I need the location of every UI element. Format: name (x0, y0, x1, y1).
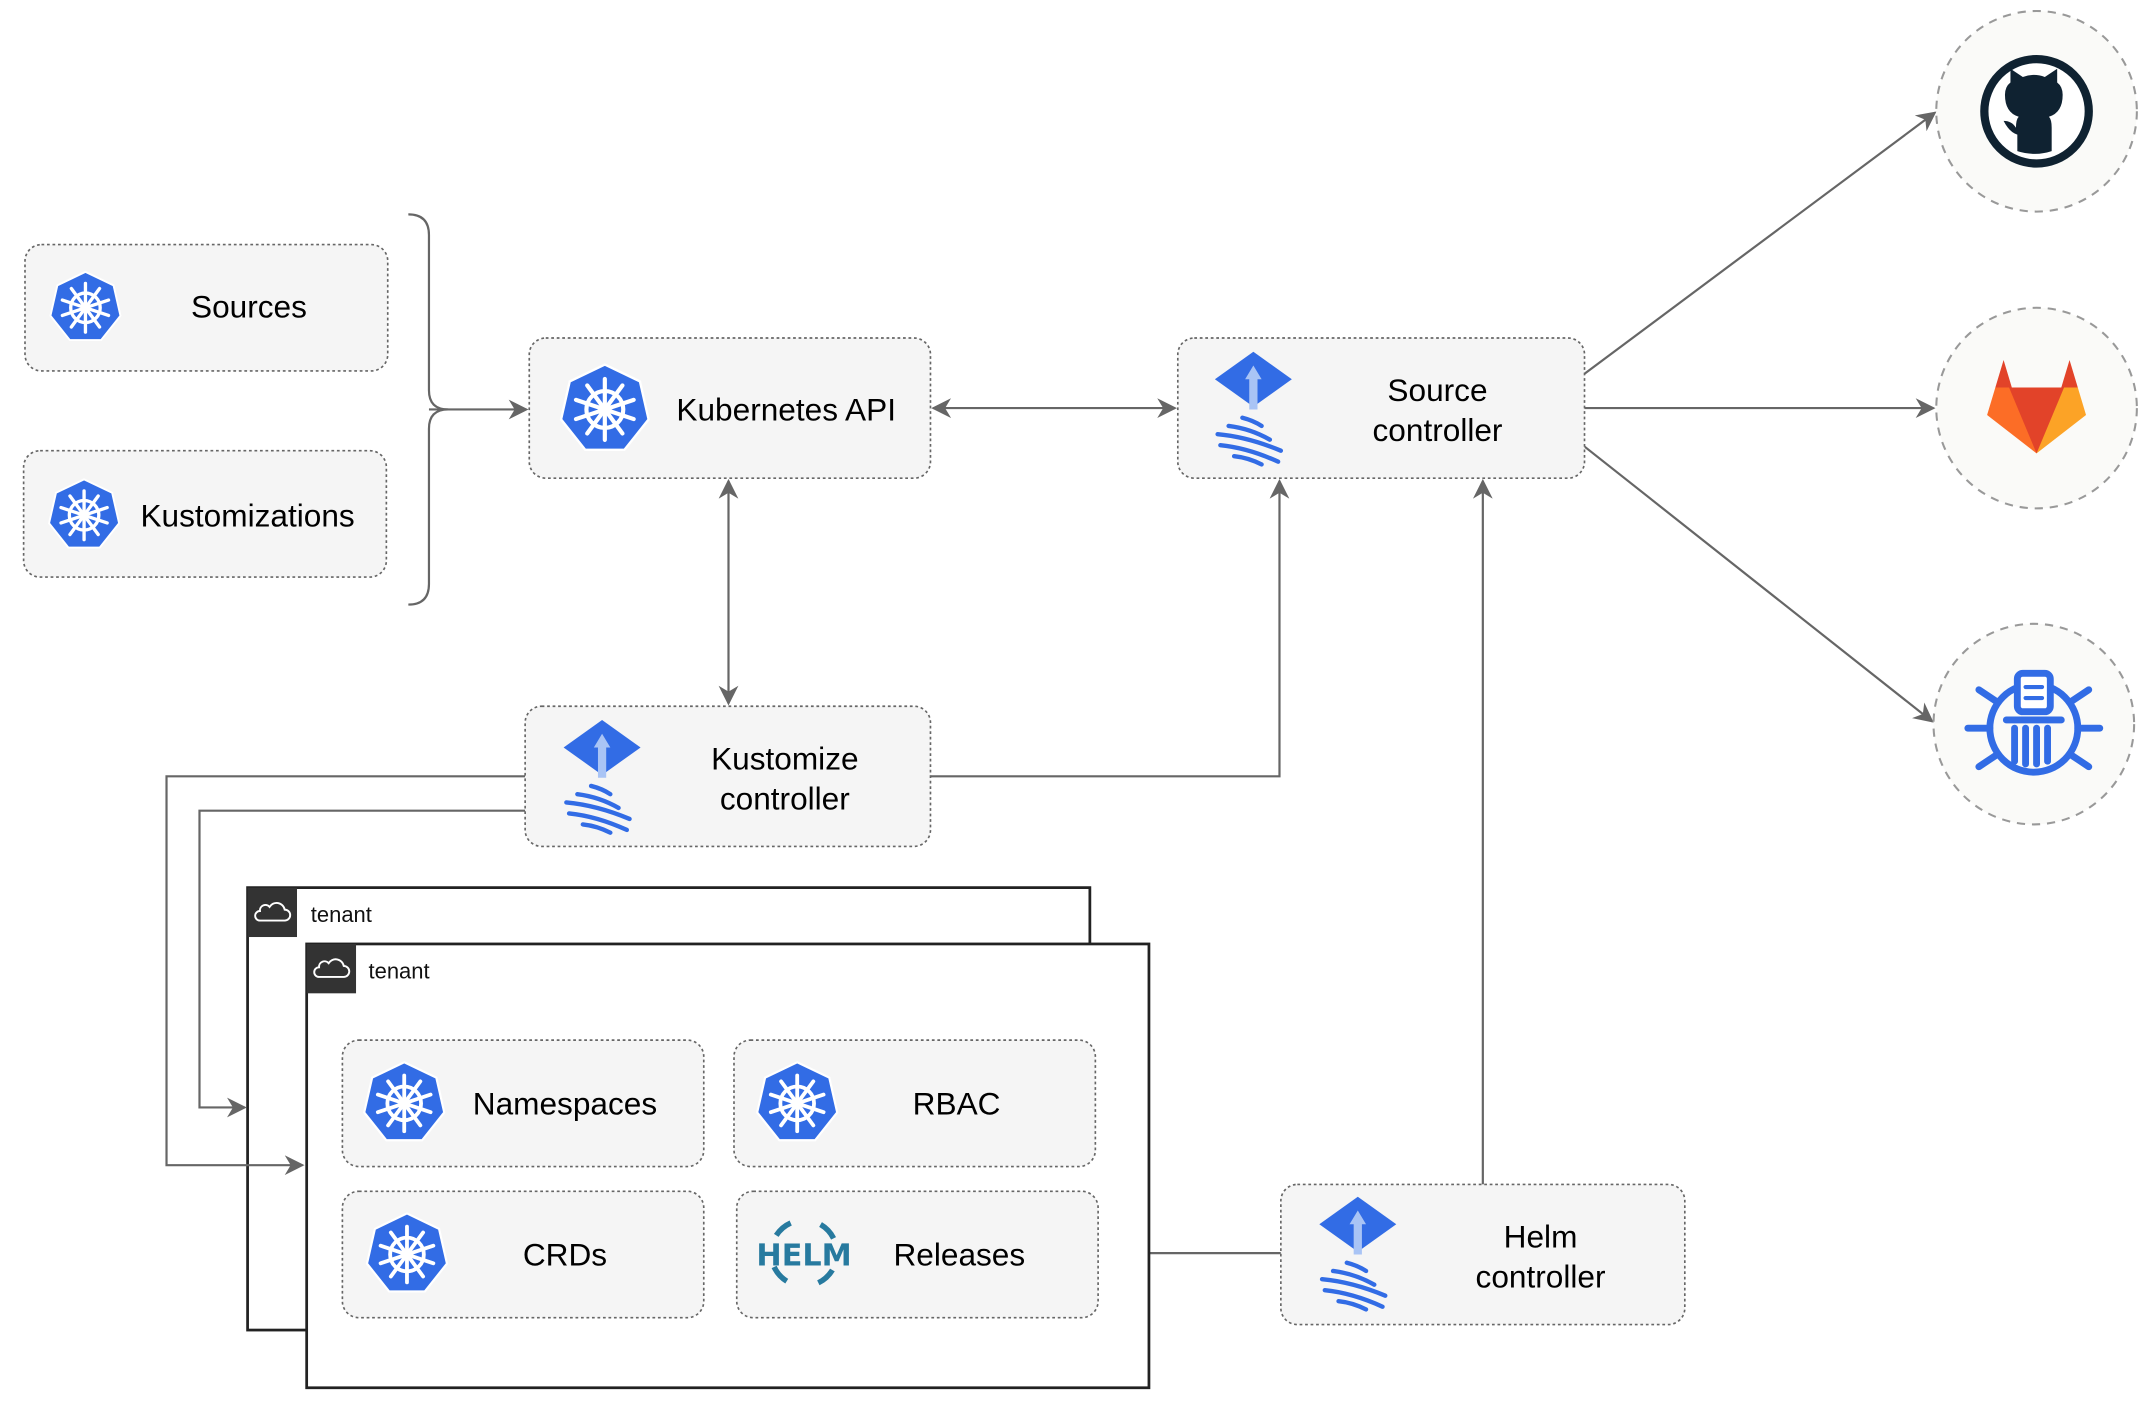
node-label: Sources (191, 288, 307, 324)
external-helm-repository[interactable] (1932, 622, 2136, 826)
node-label: Source (1387, 372, 1487, 408)
cloud-icon (306, 943, 357, 994)
tenant-label: tenant (311, 902, 372, 927)
node-label: CRDs (523, 1236, 607, 1272)
node-label: Kubernetes API (676, 391, 896, 427)
node-releases[interactable]: HELM Releases (735, 1190, 1099, 1319)
edge-source-to-github (1583, 111, 1937, 375)
svg-text:HELM: HELM (756, 1238, 851, 1273)
node-crds[interactable]: CRDs (341, 1190, 705, 1319)
external-github[interactable] (1935, 9, 2138, 213)
node-sources[interactable]: Sources (24, 243, 389, 372)
edge-kustomize-to-tenant-front (165, 775, 526, 1176)
node-namespaces[interactable]: Namespaces (341, 1039, 705, 1168)
node-helm-controller[interactable]: Helm controller (1280, 1183, 1686, 1326)
grouping-brace (408, 213, 449, 606)
node-source-controller[interactable]: Source controller (1176, 337, 1586, 479)
node-kustomize-controller[interactable]: Kustomize controller (524, 705, 932, 848)
edge-source-to-helm-repo (1583, 445, 1934, 723)
cloud-icon (247, 887, 298, 938)
node-label: controller (720, 780, 850, 816)
node-label: Kustomizations (140, 497, 354, 533)
node-label: RBAC (913, 1085, 1001, 1121)
edges (408, 111, 1937, 1264)
node-label: controller (1476, 1258, 1606, 1294)
helm-icon: HELM (756, 1217, 852, 1289)
node-label: controller (1373, 412, 1503, 448)
edge-kustomize-to-source (930, 478, 1290, 778)
node-rbac[interactable]: RBAC (733, 1039, 1097, 1168)
external-gitlab[interactable] (1935, 306, 2138, 510)
node-label: Namespaces (473, 1085, 657, 1121)
helm-repository-icon (1964, 669, 2104, 776)
node-label: Helm (1504, 1219, 1578, 1255)
github-icon (1980, 54, 2093, 168)
tenant-label: tenant (369, 958, 430, 983)
gitlab-icon (1987, 359, 2087, 454)
node-kustomizations[interactable]: Kustomizations (22, 449, 388, 578)
node-label: Kustomize (711, 740, 858, 776)
node-kubernetes-api[interactable]: Kubernetes API (528, 337, 932, 479)
edge-kustomize-to-tenant-back (198, 809, 526, 1118)
node-label: Releases (893, 1236, 1025, 1272)
